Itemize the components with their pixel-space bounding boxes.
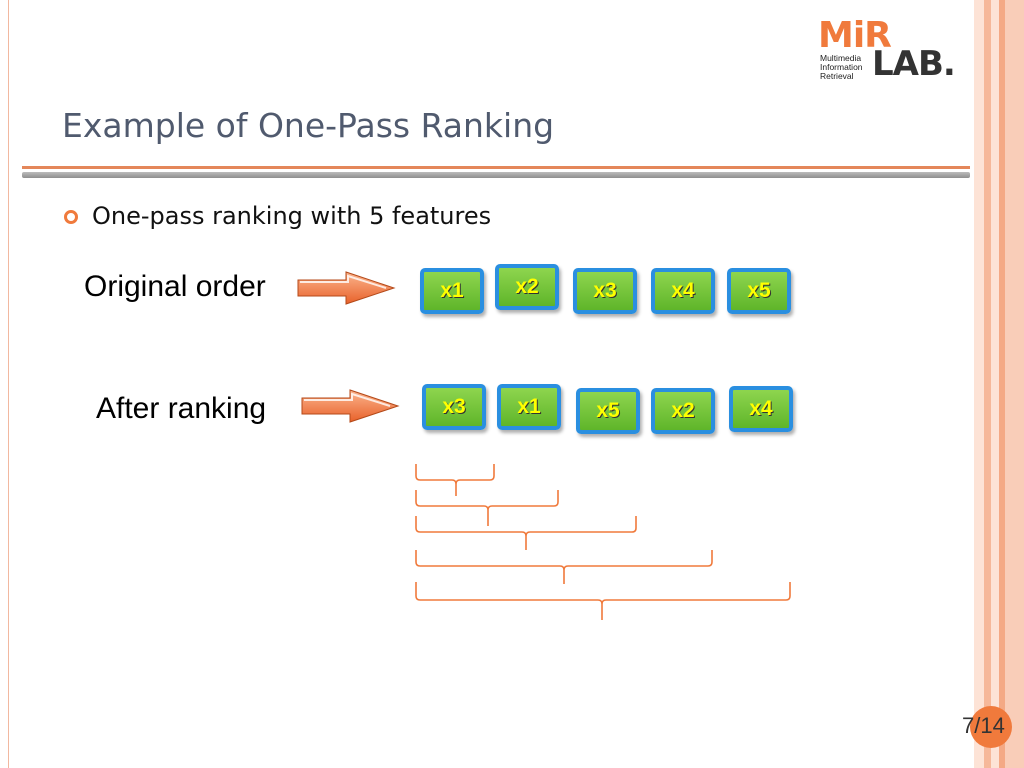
logo-subtitle-line: Information: [820, 62, 863, 72]
logo-lab-text: LAB.: [872, 44, 956, 84]
right-arrow-icon: [297, 271, 396, 305]
after-ranking-label: After ranking: [96, 392, 267, 425]
logo-subtitle-line: Multimedia: [820, 53, 862, 63]
brace-3: [415, 490, 559, 526]
logo-subtitle-line: Retrieval: [820, 71, 854, 81]
feature-box: x3: [573, 268, 637, 314]
feature-box: x3: [422, 384, 486, 430]
left-border-line: [8, 0, 9, 768]
right-stripes-decoration: [974, 0, 1024, 768]
slide-title: Example of One-Pass Ranking: [62, 106, 555, 145]
feature-box: x4: [729, 386, 793, 432]
bullet-text: One-pass ranking with 5 features: [92, 202, 492, 230]
bullet-circle-icon: [64, 210, 78, 224]
feature-box: x4: [651, 268, 715, 314]
logo-mir-text: MiR: [818, 15, 892, 56]
feature-box: x1: [420, 268, 484, 314]
feature-box: x2: [495, 264, 559, 310]
brace-4: [415, 516, 637, 550]
logo-subtitle: Multimedia Information Retrieval: [820, 54, 863, 81]
feature-box: x2: [651, 388, 715, 434]
original-order-label: Original order: [84, 270, 266, 303]
brace-2: [415, 464, 495, 496]
page-number: 7/14: [962, 713, 1005, 738]
page-number-circle: [970, 706, 1012, 748]
feature-box: x5: [576, 388, 640, 434]
right-arrow-icon: [301, 389, 400, 423]
feature-box: x5: [727, 268, 791, 314]
mirlab-logo: MiR Multimedia Information Retrieval LAB…: [818, 15, 966, 84]
title-rule-orange: [22, 166, 970, 169]
feature-box: x1: [497, 384, 561, 430]
brace-5b: [415, 582, 791, 620]
brace-5a: [415, 550, 713, 584]
title-rule-gray: [22, 172, 970, 178]
